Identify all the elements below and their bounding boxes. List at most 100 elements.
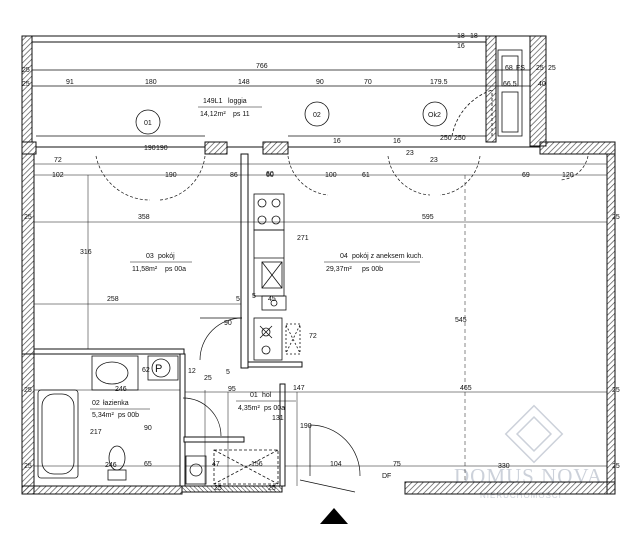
dimension-label: 18 bbox=[457, 33, 465, 40]
dimension-label: 246 bbox=[105, 462, 117, 469]
dimension-label: 246 bbox=[115, 386, 127, 393]
dimension-label: 90 bbox=[316, 79, 324, 86]
dimension-label: 147 bbox=[293, 385, 305, 392]
dimension-label: 91 bbox=[66, 79, 74, 86]
stove bbox=[253, 193, 285, 231]
dimension-label: 180 bbox=[145, 79, 157, 86]
dimension-label: 23 bbox=[406, 150, 414, 157]
dimension-label: 86 bbox=[230, 172, 238, 179]
dimension-label: 465 bbox=[460, 385, 472, 392]
dimension-texts: 766 91 180 148 90 70 179.5 68 FS 25 25 2… bbox=[22, 33, 620, 492]
hall-code: 01 bbox=[250, 392, 258, 399]
loggia bbox=[32, 49, 530, 137]
bathroom-code: 02 bbox=[92, 400, 100, 407]
dimension-label: 25 bbox=[24, 387, 32, 394]
bathtub bbox=[37, 389, 79, 479]
dimension-lines bbox=[34, 163, 607, 486]
dimension-label: 131 bbox=[272, 415, 284, 422]
dimension-label: 25 bbox=[24, 463, 32, 470]
loggia-code: 149L1 bbox=[203, 98, 223, 105]
dimension-label: 190 bbox=[300, 423, 312, 430]
hall-name: hol bbox=[262, 392, 272, 399]
watermark-logo-icon bbox=[504, 404, 564, 464]
dimension-label: 120 bbox=[562, 172, 574, 179]
dimension-label: 5 bbox=[226, 369, 230, 376]
dimension-label: 25 bbox=[204, 375, 212, 382]
dimension-label: 258 bbox=[107, 296, 119, 303]
dimension-label: 16 bbox=[393, 138, 401, 145]
dimension-label: 595 bbox=[422, 214, 434, 221]
dimension-label: 316 bbox=[80, 249, 92, 256]
living-name: pokój z aneksem kuch. bbox=[352, 253, 423, 260]
dimension-label: 190 bbox=[165, 172, 177, 179]
dimension-label: 104 bbox=[330, 461, 342, 468]
dimension-label: 25 bbox=[612, 387, 620, 394]
fridge bbox=[253, 317, 283, 361]
dimension-label: 25 bbox=[22, 81, 30, 88]
sink bbox=[261, 295, 287, 311]
dimension-label: 5 bbox=[236, 296, 240, 303]
bathroom-floor: ps 00b bbox=[118, 412, 139, 419]
interior-walls bbox=[33, 153, 303, 487]
dimension-label: 25 bbox=[268, 485, 276, 492]
dimension-label: 358 bbox=[138, 214, 150, 221]
washbasin bbox=[91, 355, 139, 391]
dimension-label: 766 bbox=[256, 63, 268, 70]
dimension-label: 545 bbox=[455, 317, 467, 324]
bedroom-name: pokój bbox=[158, 253, 175, 260]
dimension-label: 217 bbox=[90, 429, 102, 436]
dimension-label: 45 bbox=[268, 296, 276, 303]
dimension-label: 75 bbox=[393, 461, 401, 468]
bathroom-fixtures bbox=[37, 355, 279, 485]
dimension-label: 25 bbox=[612, 463, 620, 470]
bathroom-name: łazienka bbox=[103, 400, 129, 407]
loggia-name: loggia bbox=[228, 98, 247, 105]
dimension-label: 250 bbox=[440, 135, 452, 142]
dimension-label: 61 bbox=[362, 172, 370, 179]
dimension-label: 179.5 bbox=[430, 79, 448, 86]
dimension-label: 65 bbox=[144, 461, 152, 468]
bedroom-floor: ps 00a bbox=[165, 266, 186, 273]
dimension-label: 90 bbox=[144, 425, 152, 432]
dimension-label: 25 bbox=[22, 67, 30, 74]
window-tag-ok2 bbox=[422, 101, 448, 127]
watermark-sub: NIERUCHOMOŚCI bbox=[480, 491, 562, 500]
dimension-label: 18 bbox=[470, 33, 478, 40]
dimension-label: 148 bbox=[238, 79, 250, 86]
bathroom-area: 5,34m² bbox=[92, 412, 114, 419]
dimension-label: 60 bbox=[266, 171, 274, 178]
dimension-label: 66.5 bbox=[503, 81, 517, 88]
dimension-label: 25 bbox=[536, 65, 544, 72]
entrance-arrow-icon bbox=[320, 508, 348, 524]
dimension-label: 12 bbox=[188, 368, 196, 375]
dimension-label: 250 bbox=[454, 135, 466, 142]
dimension-label: 5 bbox=[252, 293, 256, 300]
dimension-label: 69 bbox=[522, 172, 530, 179]
bedroom-area: 11,58m² bbox=[132, 266, 158, 273]
washer-label: P bbox=[155, 363, 162, 375]
dimension-label: 330 bbox=[498, 463, 510, 470]
door-df-label: DF bbox=[382, 473, 391, 480]
hall-area: 4,35m² bbox=[238, 405, 260, 412]
dimension-label: 25 bbox=[548, 65, 556, 72]
door-swings bbox=[95, 155, 589, 493]
dimension-label: 25 bbox=[612, 214, 620, 221]
dimension-label: 72 bbox=[309, 333, 317, 340]
dimension-label: 23 bbox=[430, 157, 438, 164]
dimension-label: 40 bbox=[538, 81, 546, 88]
dimension-label: 72 bbox=[54, 157, 62, 164]
window-label-02: 02 bbox=[313, 112, 321, 119]
window-tag-01 bbox=[135, 109, 161, 135]
dimension-label: 68 bbox=[505, 65, 513, 72]
dimension-label: 16 bbox=[333, 138, 341, 145]
bedroom-code: 03 bbox=[146, 253, 154, 260]
dimension-label: 25 bbox=[214, 485, 222, 492]
hall-floor: ps 00a bbox=[264, 405, 285, 412]
window-label-ok2: Ok2 bbox=[428, 112, 441, 119]
walls bbox=[21, 35, 616, 495]
dimension-label: 60 bbox=[266, 172, 274, 179]
window-label-01: 01 bbox=[144, 120, 152, 127]
dimension-label: 190 bbox=[144, 145, 156, 152]
dimension-label: 16 bbox=[457, 43, 465, 50]
